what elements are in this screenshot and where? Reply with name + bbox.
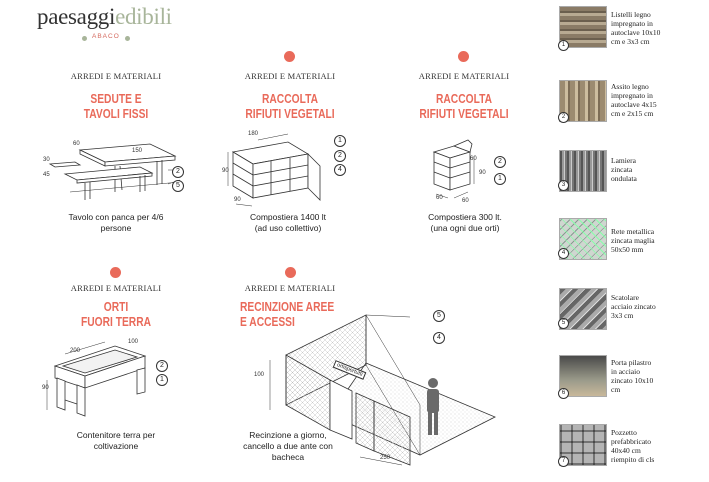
material-image-4 — [559, 218, 607, 260]
material-num-1: 1 — [558, 40, 569, 51]
callout-4: 4 — [433, 332, 445, 344]
compost-bin-small-illustration — [432, 139, 475, 199]
callout-2: 2 — [494, 156, 506, 168]
card-5-kicker: ARREDI E MATERIALI — [244, 283, 336, 293]
dim-depth: 60 — [73, 141, 80, 147]
material-num-3: 3 — [558, 180, 569, 191]
callout-2: 2 — [156, 360, 168, 372]
dim-width-top: 60 — [470, 156, 477, 162]
dim-height: 90 — [479, 170, 486, 176]
material-num-4: 4 — [558, 248, 569, 259]
callout-2: 2 — [334, 150, 346, 162]
dim-height: 100 — [254, 372, 265, 378]
callout-1: 1 — [156, 374, 168, 386]
callout-2: 2 — [172, 166, 184, 178]
table-bench-illustration — [48, 143, 181, 200]
material-num-5: 5 — [558, 318, 569, 329]
card-2-kicker: ARREDI E MATERIALI — [244, 71, 336, 81]
dim-length: 200 — [70, 348, 81, 354]
card-5-dot — [285, 267, 296, 278]
material-num-6: 6 — [558, 388, 569, 399]
dim-depth: 90 — [234, 197, 241, 203]
dim-bench-height: 45 — [43, 172, 50, 178]
callout-1: 1 — [494, 173, 506, 185]
card-3-kicker: ARREDI E MATERIALI — [418, 71, 510, 81]
dim-height: 90 — [222, 168, 229, 174]
card-1-kicker: ARREDI E MATERIALI — [70, 71, 162, 81]
callout-5: 5 — [172, 180, 184, 192]
card-5-caption: Recinzione a giorno,cancello a due ante … — [243, 430, 333, 462]
material-num-7: 7 — [558, 456, 569, 467]
dim-length: 250 — [380, 455, 391, 461]
dim-depth: 60 — [436, 195, 443, 201]
dim-width: 100 — [128, 339, 139, 345]
callout-1: 1 — [334, 135, 346, 147]
card-4-kicker: ARREDI E MATERIALI — [70, 283, 162, 293]
logo-subtitle: ABACO — [82, 33, 130, 41]
material-num-2: 2 — [558, 112, 569, 123]
dim-bench-depth: 30 — [43, 157, 50, 163]
card-2-caption: Compostiera 1400 lt(ad uso collettivo) — [249, 212, 327, 233]
dim-width: 60 — [462, 198, 469, 204]
raised-bed-illustration — [46, 341, 147, 417]
callout-5: 5 — [433, 310, 445, 322]
dim-length: 150 — [132, 148, 143, 154]
material-image-3 — [559, 150, 607, 192]
dim-length: 180 — [248, 131, 259, 137]
fence-gate-illustration — [269, 314, 496, 466]
dim-height: 90 — [42, 385, 49, 391]
card-3-caption: Compostiera 300 lt.(una ogni due orti) — [428, 212, 502, 233]
card-3-dot — [458, 51, 469, 62]
logo: paesaggiedibili — [37, 4, 172, 29]
compost-bin-large-illustration — [227, 133, 321, 207]
card-4-dot — [110, 267, 121, 278]
callout-4: 4 — [334, 164, 346, 176]
card-2-dot — [284, 51, 295, 62]
